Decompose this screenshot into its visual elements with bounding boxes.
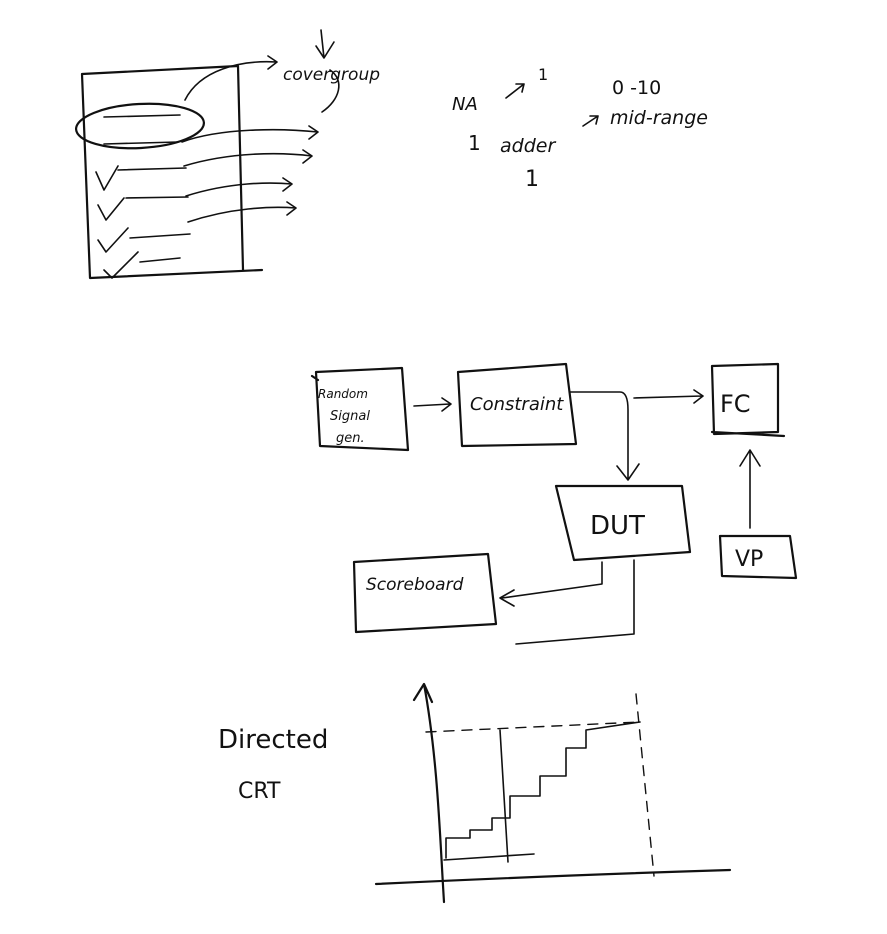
scoreboard-label: Scoreboard [366, 575, 464, 595]
dut-feedback-line [515, 559, 635, 645]
fc-label: FC [720, 390, 751, 418]
scoreboard-box [352, 552, 498, 634]
x-axis [374, 868, 732, 886]
constraint-label: Constraint [470, 394, 564, 415]
crt-vertical-line [499, 729, 509, 863]
one-label-b: 1 [468, 131, 481, 155]
random-gen-label-3: gen. [336, 431, 365, 446]
dut-label: DUT [590, 511, 645, 541]
constraint-box [456, 362, 578, 448]
bracket-curve [321, 69, 340, 113]
random-gen-box [310, 366, 410, 452]
arrow-row-3 [185, 177, 293, 197]
arrow-constraint-to-dut [569, 391, 640, 481]
crt-label: CRT [238, 779, 281, 804]
na-label: NA [452, 94, 478, 115]
y-axis [412, 682, 446, 904]
right-dashed-line [635, 693, 655, 877]
na-arrow [505, 83, 525, 99]
verification-block-diagram: Random Signal gen. Constraint FC DUT VP … [310, 362, 798, 645]
one-label-c: 1 [525, 167, 539, 192]
vp-box [718, 534, 798, 580]
covergroup-sketch: covergroup [74, 29, 380, 280]
down-arrow [315, 29, 335, 59]
range-label: 0 -10 [612, 77, 661, 99]
fc-box [710, 362, 786, 438]
arrow-gen-to-constraint [413, 397, 452, 412]
covergroup-ellipse [74, 102, 206, 150]
one-label-a: 1 [538, 65, 548, 84]
arrow-dut-to-scoreboard [499, 561, 603, 607]
range-notes: NA 1 1 adder 1 0 -10 mid-range [452, 65, 708, 192]
target-dashed-line [425, 721, 641, 733]
row-line-2 [103, 141, 179, 145]
directed-label: Directed [218, 725, 328, 755]
row-check-2 [97, 196, 189, 221]
row-line-1 [103, 114, 181, 118]
arrow-row-4 [187, 201, 297, 223]
arrow-covergroup [184, 55, 278, 101]
vp-label: VP [735, 547, 763, 572]
table-outline [80, 64, 264, 280]
midrange-arrow [582, 115, 599, 127]
arrow-vp-to-fc [739, 449, 761, 529]
dut-box [554, 484, 692, 562]
random-gen-label-2: Signal [330, 409, 370, 424]
midrange-label: mid-range [610, 107, 708, 129]
row-check-3 [97, 227, 191, 253]
coverage-graph: Directed CRT [218, 682, 732, 904]
row-check-4 [103, 251, 181, 279]
crt-baseline [443, 853, 535, 861]
arrow-row-2 [183, 149, 313, 167]
adder-label: adder [500, 135, 556, 157]
covergroup-label: covergroup [283, 65, 380, 85]
arrow-constraint-to-fc [633, 389, 704, 404]
arrow-row-1 [181, 125, 319, 143]
directed-step-curve [445, 721, 641, 859]
row-check-1 [95, 165, 187, 191]
random-gen-label-1: Random [318, 387, 368, 401]
